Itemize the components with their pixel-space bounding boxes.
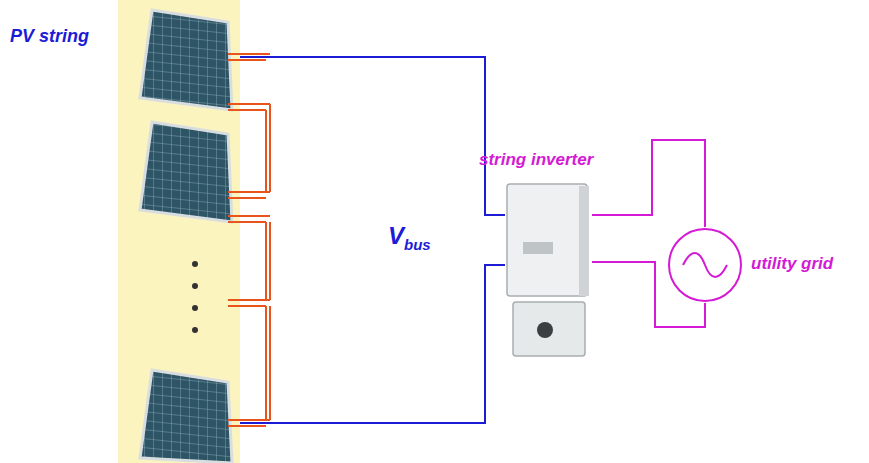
string-band: PV string bbox=[118, 0, 240, 463]
ac-source-symbol bbox=[667, 227, 743, 303]
string-band bbox=[118, 0, 240, 463]
grid-source: utility grid bbox=[667, 227, 743, 303]
bus-voltage-label: Vbus bbox=[388, 222, 431, 250]
series-wiring bbox=[228, 54, 270, 426]
wire bbox=[240, 57, 505, 215]
node-label: utility grid bbox=[751, 254, 833, 274]
voltage-subscript: bus bbox=[404, 236, 431, 253]
ellipsis-dots bbox=[192, 261, 198, 333]
inverter-box: string inverter bbox=[505, 182, 592, 360]
wire bbox=[240, 265, 505, 423]
node-label: string inverter bbox=[479, 150, 593, 170]
inverter-symbol bbox=[505, 182, 592, 360]
pv-panel bbox=[140, 10, 232, 463]
node-label: PV string bbox=[10, 26, 89, 47]
wire bbox=[592, 140, 705, 227]
voltage-symbol: V bbox=[388, 222, 404, 249]
